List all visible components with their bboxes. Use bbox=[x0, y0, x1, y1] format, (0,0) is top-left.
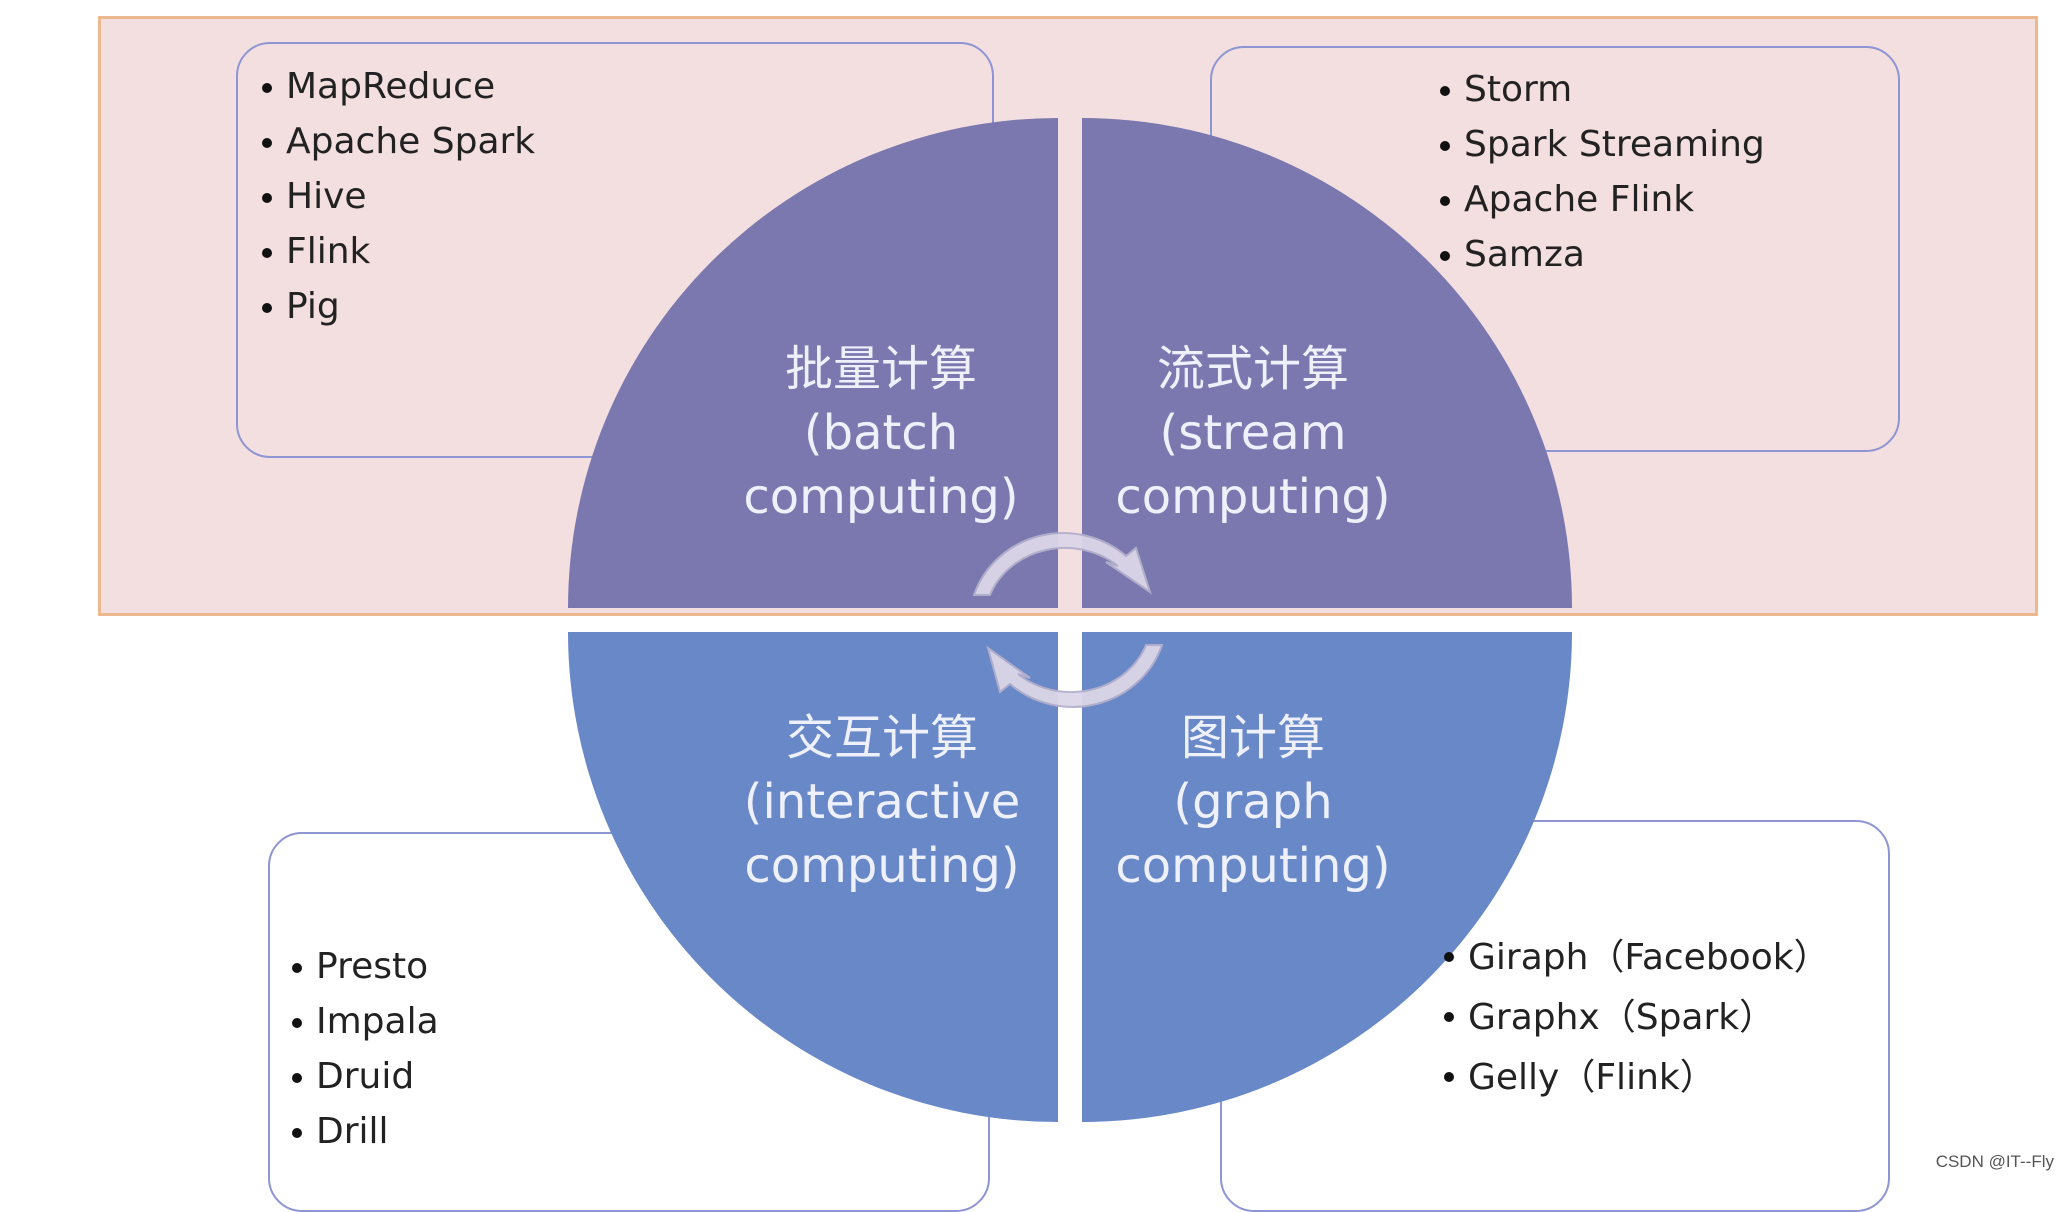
list-item: MapReduce bbox=[262, 59, 535, 114]
interactive-tools-list: Presto Impala Druid Drill bbox=[292, 939, 439, 1159]
graph-quadrant-label: 图计算 (graph computing) bbox=[1090, 706, 1416, 898]
stream-quadrant-label: 流式计算 (stream computing) bbox=[1090, 337, 1416, 529]
cycle-arrow-icon bbox=[972, 532, 1164, 708]
stream-tools-list: Storm Spark Streaming Apache Flink Samza bbox=[1440, 62, 1765, 282]
stream-quadrant bbox=[1082, 118, 1572, 608]
interactive-quadrant bbox=[568, 632, 1058, 1122]
list-item: Giraph（Facebook） bbox=[1444, 928, 1830, 988]
batch-title-en-2: computing) bbox=[743, 469, 1019, 525]
list-item: Gelly（Flink） bbox=[1444, 1048, 1830, 1108]
list-item: Flink bbox=[262, 224, 535, 279]
list-item: Pig bbox=[262, 279, 535, 334]
list-item: Graphx（Spark） bbox=[1444, 988, 1830, 1048]
graph-quadrant bbox=[1082, 632, 1572, 1122]
stream-title-en-1: (stream bbox=[1159, 405, 1347, 461]
list-item: Apache Flink bbox=[1440, 172, 1765, 227]
list-item: Presto bbox=[292, 939, 439, 994]
stream-title-cn: 流式计算 bbox=[1156, 341, 1349, 397]
graph-tools-list: Giraph（Facebook） Graphx（Spark） Gelly（Fli… bbox=[1444, 928, 1830, 1108]
batch-title-en-1: (batch bbox=[803, 405, 959, 461]
list-item: Impala bbox=[292, 994, 439, 1049]
interactive-quadrant-label: 交互计算 (interactive computing) bbox=[700, 706, 1064, 898]
batch-tools-list: MapReduce Apache Spark Hive Flink Pig bbox=[262, 59, 535, 334]
watermark: CSDN @IT--Fly bbox=[1935, 1152, 2054, 1171]
list-item: Apache Spark bbox=[262, 114, 535, 169]
stream-title-en-2: computing) bbox=[1115, 469, 1391, 525]
list-item: Storm bbox=[1440, 62, 1765, 117]
batch-quadrant-label: 批量计算 (batch computing) bbox=[718, 337, 1044, 529]
graph-title-cn: 图计算 bbox=[1180, 710, 1325, 766]
batch-quadrant bbox=[568, 118, 1058, 608]
list-item: Spark Streaming bbox=[1440, 117, 1765, 172]
batch-title-cn: 批量计算 bbox=[784, 341, 977, 397]
computing-quadrant-diagram bbox=[568, 118, 1572, 1122]
interactive-title-en-2: computing) bbox=[744, 838, 1020, 894]
interactive-title-en-1: (interactive bbox=[743, 774, 1021, 830]
graph-title-en-2: computing) bbox=[1115, 838, 1391, 894]
list-item: Drill bbox=[292, 1104, 439, 1159]
list-item: Samza bbox=[1440, 227, 1765, 282]
graph-title-en-1: (graph bbox=[1173, 774, 1333, 830]
list-item: Druid bbox=[292, 1049, 439, 1104]
list-item: Hive bbox=[262, 169, 535, 224]
top-highlight-band bbox=[98, 16, 2038, 616]
interactive-title-cn: 交互计算 bbox=[785, 710, 978, 766]
